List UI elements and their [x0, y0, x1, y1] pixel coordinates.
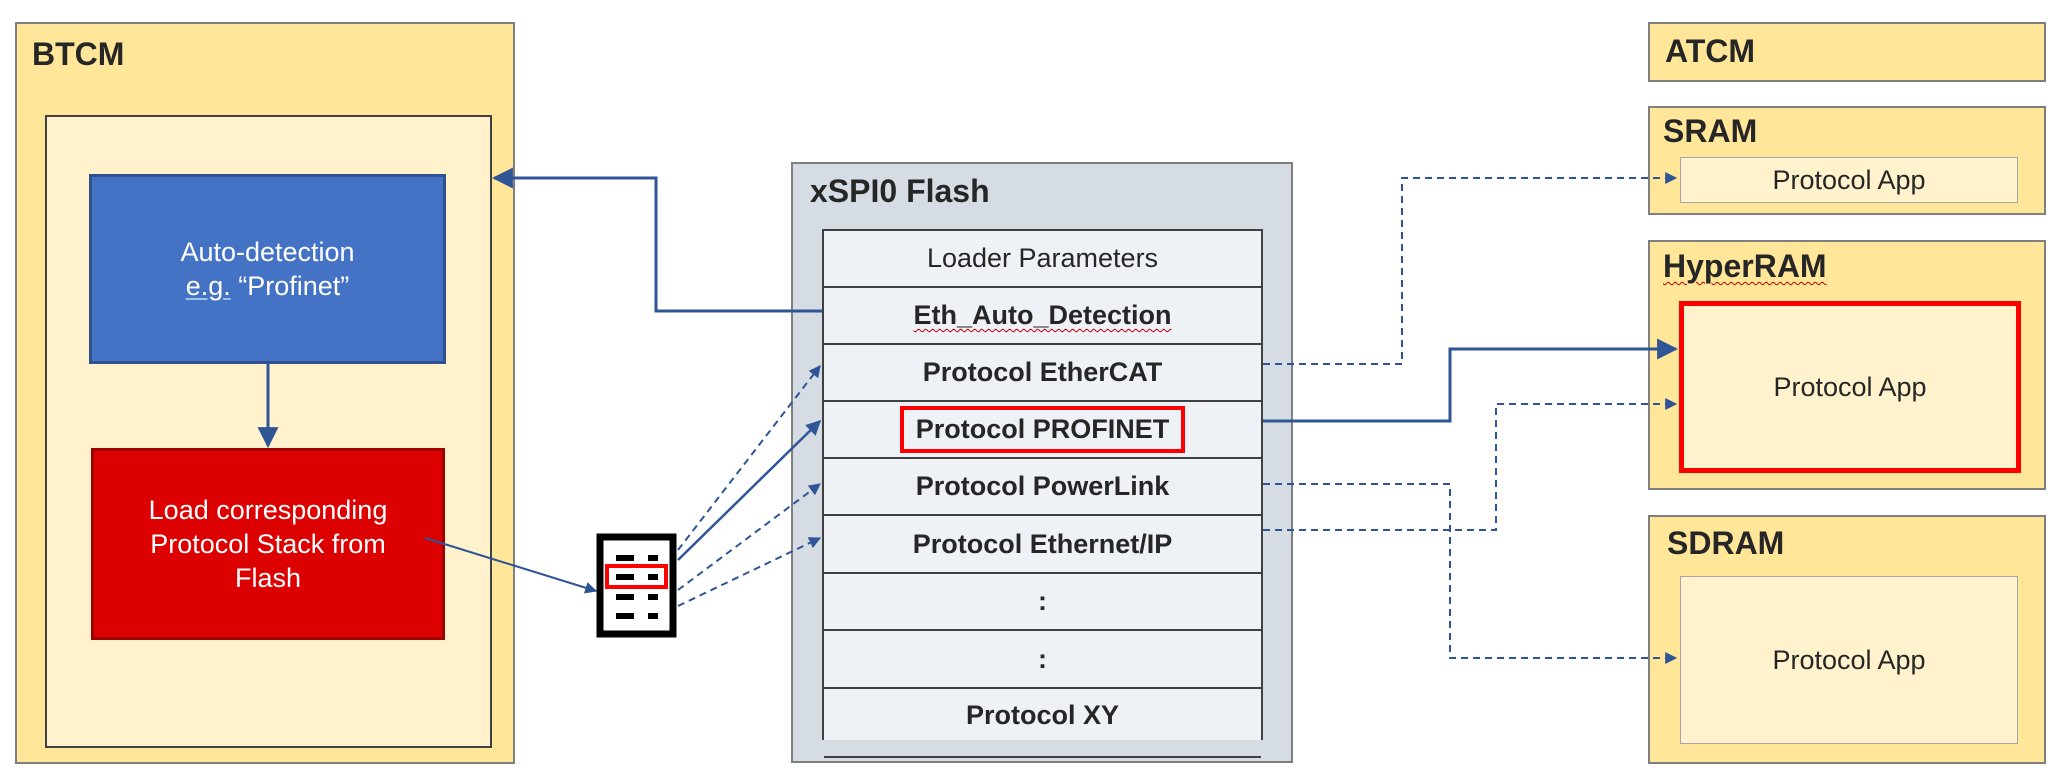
flash-row-text: Protocol PowerLink	[915, 471, 1170, 501]
sdram-app-label: Protocol App	[1772, 644, 1926, 675]
flash-row-text: Protocol Ethernet/IP	[912, 528, 1173, 559]
flash-row-text: :	[1038, 586, 1047, 616]
sram-protocol-app: Protocol App	[1680, 157, 2018, 203]
document-frame	[596, 533, 677, 638]
flash-row-text: Loader Parameters	[926, 243, 1159, 273]
flash-row-eth-auto-detection: Eth_Auto_Detection	[824, 288, 1261, 345]
arrow-ethercat-to-sram	[1263, 172, 1678, 365]
hyperram-title: HyperRAM	[1663, 248, 1827, 285]
flash-row-ellipsis-1: :	[824, 574, 1261, 631]
sdram-title: SDRAM	[1667, 525, 1785, 561]
flash-row-text: Protocol XY	[965, 700, 1120, 730]
flash-row-text: :	[1038, 643, 1047, 674]
flash-row-profinet: Protocol PROFINET	[824, 402, 1261, 459]
flash-row-ellipsis-2: :	[824, 631, 1261, 689]
load-stack-label: Load corresponding Protocol Stack from F…	[148, 495, 388, 593]
flash-row-ethercat: Protocol EtherCAT	[824, 345, 1261, 402]
auto-detection-label: Auto-detection	[180, 237, 355, 267]
auto-detection-eg: e.g.	[185, 271, 231, 301]
hyperram-title-text: HyperRAM	[1663, 248, 1827, 284]
arrow-ethernetip-to-hyperram	[1263, 398, 1678, 531]
hyperram-app-label: Protocol App	[1773, 371, 1927, 402]
arrow-detection-to-btcm	[491, 167, 822, 313]
flash-row-loader-parameters: Loader Parameters	[824, 231, 1261, 288]
arrow-powerlink-to-sdram	[1263, 483, 1678, 664]
sdram-protocol-app: Protocol App	[1680, 576, 2018, 744]
hyperram-protocol-app: Protocol App	[1679, 301, 2021, 473]
document-highlight	[605, 564, 668, 589]
flash-row-ethernet-ip: Protocol Ethernet/IP	[824, 516, 1261, 574]
sram-app-label: Protocol App	[1772, 164, 1926, 195]
flash-row-text: Protocol PROFINET	[899, 406, 1186, 453]
atcm-region	[1648, 22, 2046, 82]
arrow-profinet-to-hyperram	[1263, 338, 1679, 423]
auto-detection-box: Auto-detection e.g. “Profinet”	[89, 174, 446, 364]
load-stack-box: Load corresponding Protocol Stack from F…	[91, 448, 445, 640]
flash-row-text: Protocol EtherCAT	[922, 357, 1163, 387]
sram-title: SRAM	[1663, 113, 1758, 149]
flash-row-powerlink: Protocol PowerLink	[824, 459, 1261, 516]
flash-row-text: Eth_Auto_Detection	[913, 300, 1172, 330]
auto-detection-example: e.g. “Profinet”	[186, 269, 350, 303]
atcm-title: ATCM	[1665, 33, 1756, 69]
flash-row-protocol-xy: Protocol XY	[824, 689, 1261, 758]
btcm-title: BTCM	[32, 36, 125, 72]
auto-detection-value: “Profinet”	[238, 271, 350, 301]
flash-table: Loader Parameters Eth_Auto_Detection Pro…	[822, 229, 1263, 758]
flash-title: xSPI0 Flash	[810, 173, 990, 209]
